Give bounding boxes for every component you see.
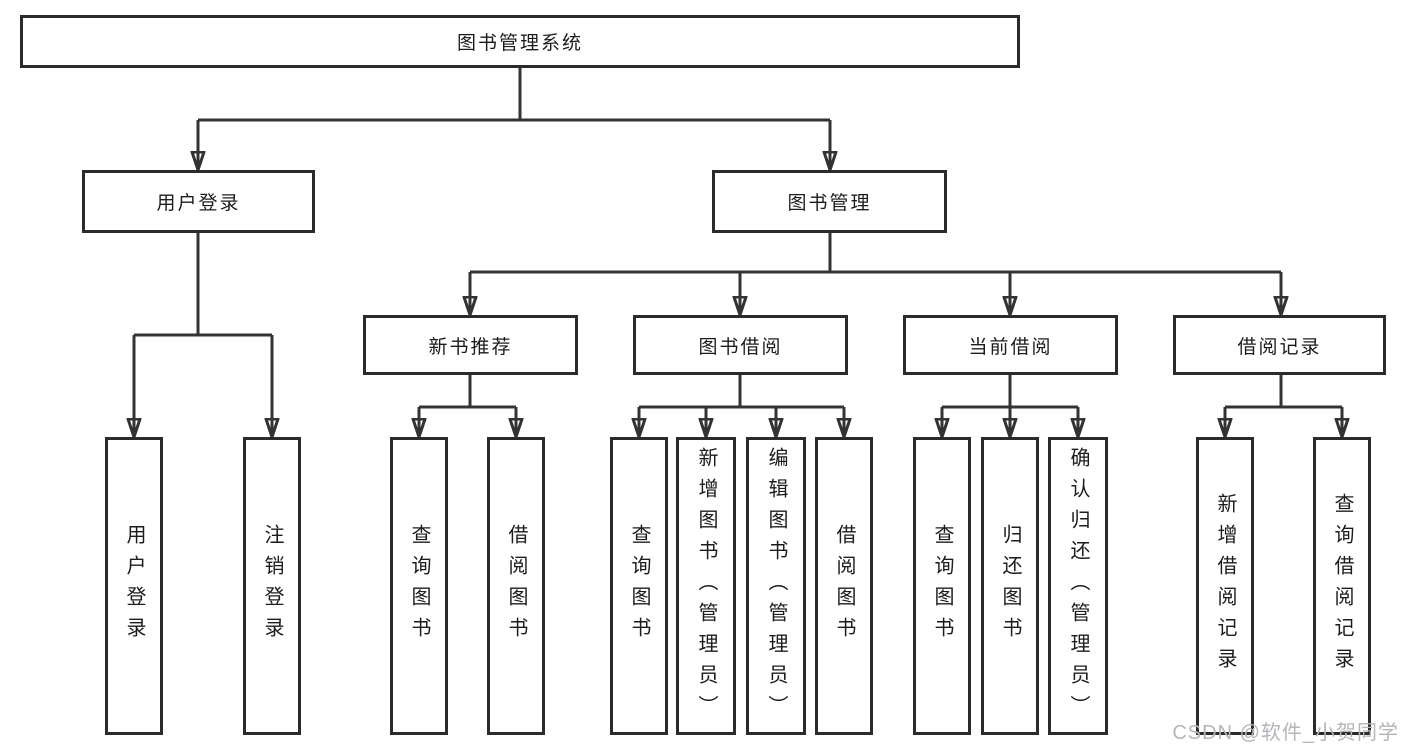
node-label: 图书管理 — [787, 193, 872, 214]
leaf-return-books: 归还图书 — [981, 437, 1039, 735]
node-label: 查询图书 — [408, 524, 430, 648]
csdn-watermark: CSDN @软件_小贺同学 — [1172, 722, 1399, 744]
node-book-borrowing: 图书借阅 — [633, 315, 848, 375]
leaf-confirm-return-admin: 确认归还（管理员） — [1048, 437, 1108, 735]
node-label: 新书推荐 — [428, 336, 513, 358]
leaf-edit-books-admin: 编辑图书（管理员） — [746, 437, 806, 735]
node-label: 借阅图书 — [505, 524, 527, 648]
node-label: 查询借阅记录 — [1331, 493, 1353, 679]
node-label: 新增图书（管理员） — [695, 446, 717, 726]
node-label: 用户登录 — [156, 193, 241, 214]
leaf-user-login: 用户登录 — [105, 437, 163, 735]
node-label: 确认归还（管理员） — [1067, 446, 1089, 726]
leaf-query-borrow-record: 查询借阅记录 — [1313, 437, 1371, 735]
leaf-query-books: 查询图书 — [610, 437, 668, 735]
node-borrow-records: 借阅记录 — [1173, 315, 1386, 375]
node-library-management-system: 图书管理系统 — [20, 15, 1020, 68]
leaf-add-borrow-record: 新增借阅记录 — [1196, 437, 1254, 735]
node-label: 借阅记录 — [1237, 336, 1322, 358]
leaf-borrow-books: 借阅图书 — [487, 437, 545, 735]
node-label: 查询图书 — [931, 524, 953, 648]
leaf-add-books-admin: 新增图书（管理员） — [676, 437, 736, 735]
node-user-login: 用户登录 — [82, 170, 315, 233]
node-label: 编辑图书（管理员） — [765, 446, 787, 726]
node-book-management: 图书管理 — [712, 170, 947, 233]
node-label: 图书借阅 — [698, 336, 783, 358]
node-label: 当前借阅 — [968, 336, 1053, 358]
leaf-query-books: 查询图书 — [913, 437, 971, 735]
node-label: 借阅图书 — [833, 524, 855, 648]
node-label: 归还图书 — [999, 524, 1021, 648]
node-label: 注销登录 — [261, 524, 283, 648]
node-new-book-recommend: 新书推荐 — [363, 315, 578, 375]
node-label: 查询图书 — [628, 524, 650, 648]
leaf-query-books: 查询图书 — [390, 437, 448, 735]
node-label: 用户登录 — [123, 524, 145, 648]
node-label: 图书管理系统 — [456, 33, 583, 54]
leaf-logout: 注销登录 — [243, 437, 301, 735]
node-current-borrowing: 当前借阅 — [903, 315, 1118, 375]
node-label: 新增借阅记录 — [1214, 493, 1236, 679]
leaf-borrow-books: 借阅图书 — [815, 437, 873, 735]
